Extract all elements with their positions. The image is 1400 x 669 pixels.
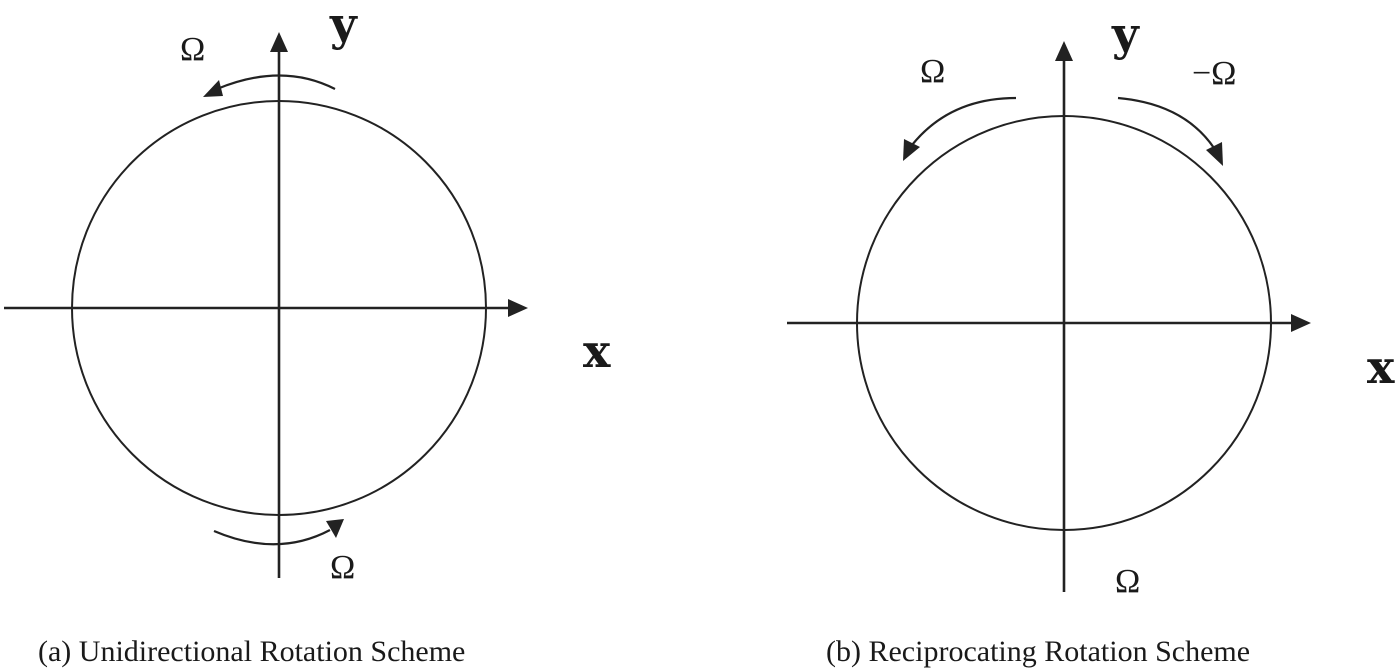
panel-a-top-rotation-arc [216,74,336,91]
panel-b-y-label: y [1111,7,1140,61]
panel-a-bottom-rotation-arc [213,529,331,546]
panel-a-top-rotation-arrowhead [203,80,223,97]
panel-a-caption: (a) Unidirectional Rotation Scheme [38,635,465,668]
panel-a-y-label: y [329,0,358,51]
panel-a-x-label: x [583,324,611,378]
panel-b-caption: (b) Reciprocating Rotation Scheme [826,635,1250,668]
panel-b-x-axis-arrowhead [1291,314,1311,332]
panel-b-left-rotation-arrowhead [903,139,920,161]
panel-b-omega-bottom: Ω [1115,563,1140,600]
panel-a-bottom-rotation-arrowhead [326,519,344,538]
panel-b-right-rotation-arrowhead [1206,142,1223,166]
panel-b-right-rotation-arc [1117,96,1215,149]
panel-b-left-rotation-arc [911,96,1017,146]
panel-a-y-axis-arrowhead [270,32,288,52]
panel-b: y x Ω −Ω Ω (b) Reciprocating Rotation Sc… [787,7,1395,668]
panel-b-y-axis-arrowhead [1055,41,1073,61]
panel-a-omega-bottom: Ω [330,549,355,586]
panel-a-omega-top: Ω [180,31,205,68]
panel-b-x-label: x [1367,340,1395,394]
panel-a: y x Ω Ω (a) Unidirectional Rotation Sche… [4,0,611,668]
panel-b-omega-top-left: Ω [920,53,945,90]
panel-a-x-axis-arrowhead [508,299,528,317]
panel-b-omega-top-right: −Ω [1192,55,1236,92]
